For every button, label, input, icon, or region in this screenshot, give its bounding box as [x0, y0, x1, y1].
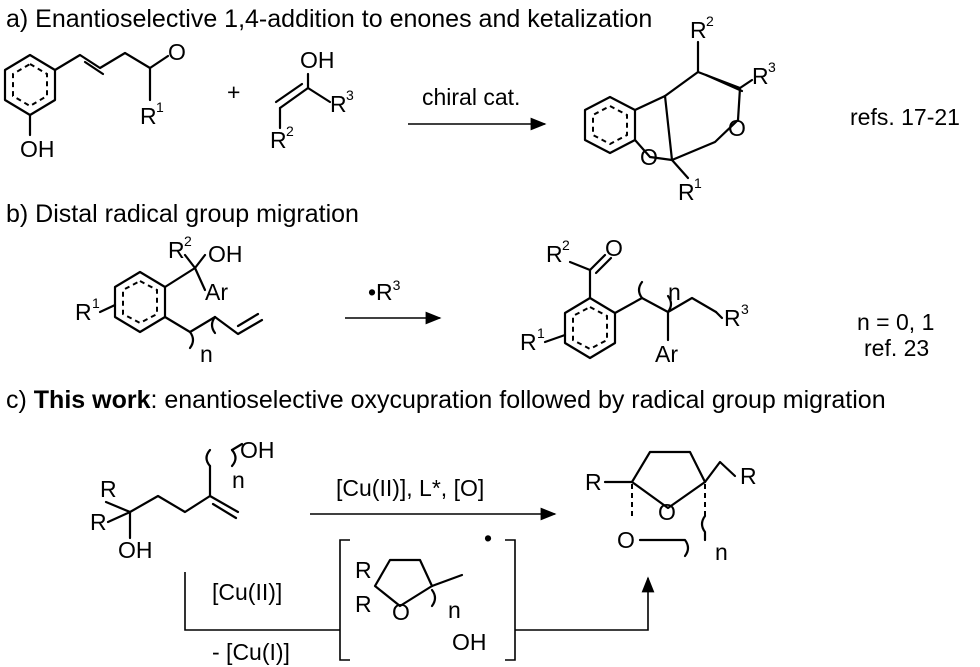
svg-text:1: 1 [92, 295, 100, 311]
c-intermediate: • R R O n OH [339, 525, 516, 661]
svg-text:R: R [140, 103, 157, 129]
section-b-title: b) Distal radical group migration [6, 200, 359, 228]
svg-text:1: 1 [694, 175, 702, 191]
svg-text:O: O [168, 39, 186, 65]
svg-text:3: 3 [741, 301, 749, 317]
c-cu2: [Cu(II)] [212, 579, 282, 605]
b-note-ref: ref. 23 [864, 335, 929, 361]
svg-text:R: R [75, 299, 92, 325]
svg-text:O: O [658, 499, 676, 525]
svg-text:R: R [520, 329, 537, 355]
svg-text:R: R [690, 17, 707, 43]
svg-text:O: O [728, 115, 746, 141]
svg-text:OH: OH [452, 629, 487, 655]
svg-text:3: 3 [768, 59, 776, 75]
svg-text:O: O [640, 144, 658, 170]
a-refs: refs. 17-21 [850, 104, 960, 130]
section-a-title: a) Enantioselective 1,4-addition to enon… [6, 5, 652, 33]
c-cu1: - [Cu(I)] [212, 639, 290, 665]
a-reactant-2: OH R 3 R 2 [270, 47, 354, 153]
svg-text:R: R [90, 509, 107, 535]
svg-text:Ar: Ar [655, 341, 678, 367]
svg-text:3: 3 [346, 87, 354, 103]
svg-text:n: n [232, 467, 245, 493]
svg-text:1: 1 [156, 99, 164, 115]
svg-text:Ar: Ar [205, 279, 228, 305]
c-product: O R O R n [585, 450, 757, 565]
b-product: R 2 O n R 3 Ar R 1 [520, 235, 749, 367]
svg-text:OH: OH [240, 437, 275, 463]
plus-sign: + [227, 79, 240, 105]
svg-text:n: n [715, 539, 728, 565]
b-reagent: •R3 [368, 277, 401, 305]
svg-text:2: 2 [706, 13, 714, 29]
svg-text:R: R [168, 237, 185, 263]
svg-text:R: R [585, 469, 602, 495]
svg-text:R: R [546, 241, 563, 267]
a-product: R 2 R 3 O O R 1 [583, 13, 776, 205]
section-c-title: c) This work: enantioselective oxycuprat… [6, 386, 886, 414]
svg-text:•: • [484, 525, 492, 551]
a-reagent: chiral cat. [422, 84, 520, 110]
svg-text:OH: OH [300, 47, 335, 73]
svg-text:O: O [605, 235, 623, 261]
svg-text:R: R [740, 463, 757, 489]
svg-text:R: R [752, 63, 769, 89]
c-reagent: [Cu(II)], L*, [O] [336, 475, 484, 501]
c-lower-line [184, 572, 340, 631]
svg-text:O: O [392, 599, 410, 625]
svg-text:n: n [668, 279, 681, 305]
c-reactant: R R OH OH n [90, 437, 275, 563]
b-note-n: n = 0, 1 [857, 309, 934, 335]
svg-text:OH: OH [20, 136, 55, 162]
svg-text:R: R [678, 179, 695, 205]
b-reactant: R 2 OH Ar R 1 n [75, 233, 264, 367]
svg-text:OH: OH [118, 537, 153, 563]
svg-text:R: R [270, 127, 287, 153]
svg-text:R: R [355, 591, 372, 617]
svg-text:1: 1 [537, 325, 545, 341]
a-reactant-1: OH O R 1 [3, 39, 186, 162]
svg-text:O: O [617, 527, 635, 553]
c-return-arrow [515, 576, 655, 631]
svg-text:2: 2 [286, 123, 294, 139]
svg-text:R: R [355, 557, 372, 583]
svg-text:R: R [330, 91, 347, 117]
svg-text:2: 2 [184, 233, 192, 249]
svg-text:OH: OH [208, 241, 243, 267]
svg-text:R: R [100, 476, 117, 502]
svg-text:R: R [724, 305, 741, 331]
svg-text:2: 2 [562, 237, 570, 253]
svg-text:n: n [448, 597, 461, 623]
svg-text:n: n [200, 341, 213, 367]
